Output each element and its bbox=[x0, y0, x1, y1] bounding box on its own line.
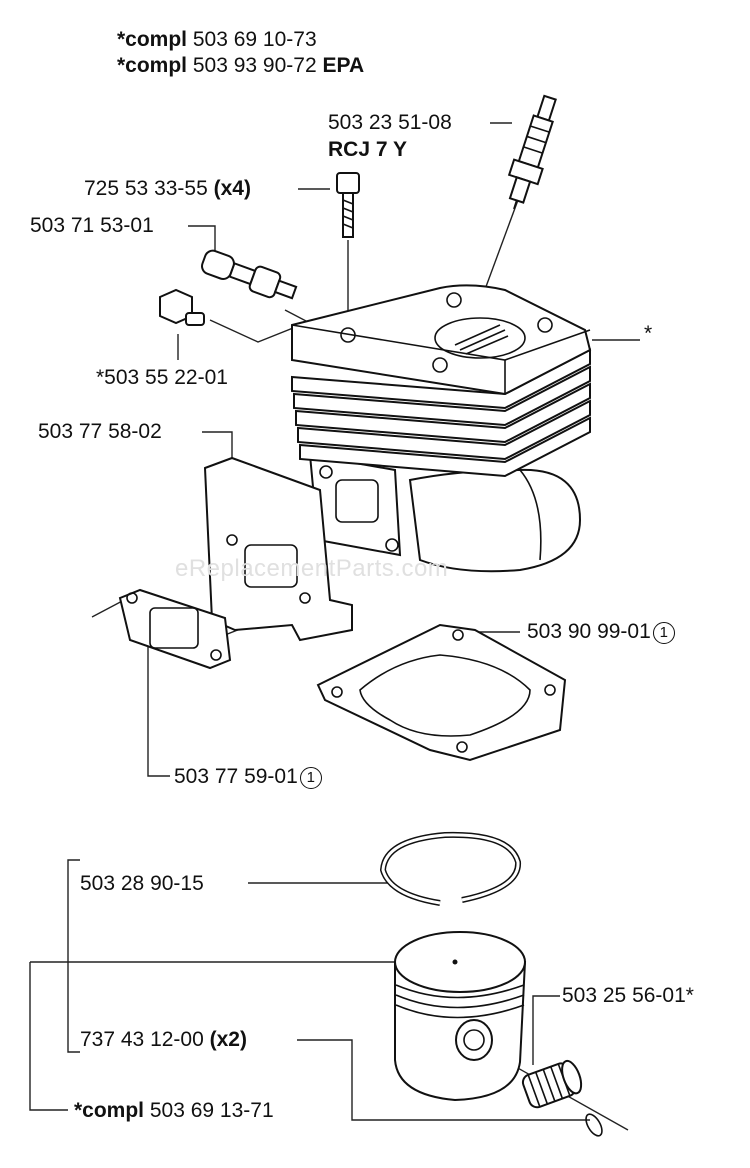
piston-ring-label[interactable]: 503 28 90-15 bbox=[80, 872, 204, 895]
kit-part-number: 503 69 10-73 bbox=[192, 28, 317, 51]
plug-drawing bbox=[159, 288, 205, 326]
circlip-drawing bbox=[585, 1113, 603, 1137]
spark-plug-note: RCJ 7 Y bbox=[328, 138, 407, 161]
plug-label[interactable]: *503 55 22-01 bbox=[96, 366, 228, 389]
epa-suffix: EPA bbox=[322, 54, 365, 77]
needle-bearing-drawing bbox=[521, 1059, 583, 1109]
piston-kit-label[interactable]: *compl 503 69 13-71 bbox=[74, 1099, 274, 1123]
piston-kit-number: 503 69 13-71 bbox=[149, 1099, 274, 1122]
cylinder-drawing bbox=[291, 284, 592, 573]
heat-shield-label[interactable]: 503 77 58-02 bbox=[38, 420, 162, 443]
cylinder-asterisk[interactable]: * bbox=[644, 322, 653, 345]
compl-prefix: *compl bbox=[74, 1099, 145, 1122]
kit-number-line-1: *compl 503 69 10-73 bbox=[117, 28, 317, 52]
compl-prefix: *compl bbox=[117, 28, 188, 51]
heat-shield-drawing bbox=[203, 456, 353, 642]
piston-drawing bbox=[394, 931, 527, 1102]
kit-number-line-2: *compl 503 93 90-72 EPA bbox=[117, 54, 364, 78]
decompression-valve-label[interactable]: 503 71 53-01 bbox=[30, 214, 154, 237]
piston-ring-drawing bbox=[379, 831, 521, 906]
exhaust-gasket-number: 503 77 59-01 bbox=[174, 765, 298, 788]
circlip-number: 737 43 12-00 bbox=[80, 1028, 204, 1051]
needle-bearing-label[interactable]: 503 25 56-01* bbox=[562, 984, 694, 1007]
spark-plug-drawing bbox=[507, 94, 557, 210]
screw-label[interactable]: 725 53 33-55 (x4) bbox=[84, 177, 251, 201]
footnote-ref-circle: 1 bbox=[652, 622, 675, 644]
base-gasket-number: 503 90 99-01 bbox=[527, 620, 651, 643]
footnote-ref-circle: 1 bbox=[299, 767, 322, 789]
circlip-label[interactable]: 737 43 12-00 (x2) bbox=[80, 1028, 247, 1052]
spark-plug-label[interactable]: 503 23 51-08 bbox=[328, 111, 452, 134]
base-gasket-drawing bbox=[316, 623, 567, 762]
screw-qty: (x4) bbox=[213, 177, 251, 200]
exhaust-gasket-drawing bbox=[118, 588, 232, 670]
screw-drawing bbox=[336, 172, 360, 238]
kit-part-number-epa: 503 93 90-72 bbox=[192, 54, 317, 77]
screw-number: 725 53 33-55 bbox=[84, 177, 208, 200]
decompression-valve-drawing bbox=[201, 249, 298, 300]
compl-prefix: *compl bbox=[117, 54, 188, 77]
watermark: eReplacementParts.com bbox=[175, 555, 449, 582]
circlip-qty: (x2) bbox=[209, 1028, 247, 1051]
